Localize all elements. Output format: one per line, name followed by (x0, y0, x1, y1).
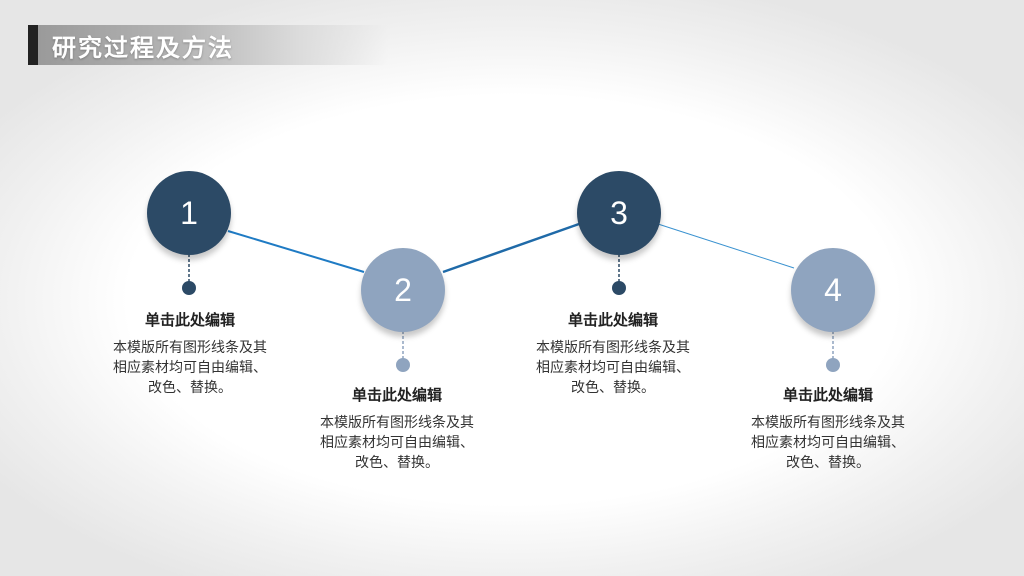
connector-1-2 (227, 230, 365, 273)
step-2-dot (396, 358, 410, 372)
step-2-desc-line1: 本模版所有图形线条及其 (320, 415, 474, 431)
title-fill: 研究过程及方法 (38, 25, 388, 65)
page-title[interactable]: 研究过程及方法 (52, 33, 234, 62)
step-1-circle[interactable]: 1 (147, 171, 231, 255)
step-4-number: 4 (824, 271, 842, 308)
step-4-desc[interactable]: 本模版所有图形线条及其 相应素材均可自由编辑、 改色、替换。 (733, 413, 923, 473)
step-3-number: 3 (610, 194, 628, 231)
step-3-dot (612, 281, 626, 295)
connector-2-3 (442, 222, 580, 274)
step-3-title[interactable]: 单击此处编辑 (567, 311, 658, 329)
step-1-text: 单击此处编辑 本模版所有图形线条及其 相应素材均可自由编辑、 改色、替换。 (95, 309, 285, 398)
step-2-text: 单击此处编辑 本模版所有图形线条及其 相应素材均可自由编辑、 改色、替换。 (302, 384, 492, 473)
step-1-desc[interactable]: 本模版所有图形线条及其 相应素材均可自由编辑、 改色、替换。 (95, 338, 285, 398)
step-3-desc-line2: 相应素材均可自由编辑、 (536, 360, 690, 376)
step-4-desc-line2: 相应素材均可自由编辑、 (751, 435, 905, 451)
step-3-desc-line3: 改色、替换。 (571, 380, 655, 396)
step-1-dot (182, 281, 196, 295)
connector-3-4 (657, 223, 795, 269)
step-4-circle[interactable]: 4 (791, 248, 875, 332)
step-4-title[interactable]: 单击此处编辑 (782, 386, 873, 404)
step-2-desc-line3: 改色、替换。 (355, 455, 439, 471)
title-accent (28, 25, 38, 65)
step-2-desc-line2: 相应素材均可自由编辑、 (320, 435, 474, 451)
title-bar: 研究过程及方法 (28, 25, 388, 65)
step-2-number: 2 (394, 271, 412, 308)
step-4-desc-line1: 本模版所有图形线条及其 (751, 415, 905, 431)
step-1-desc-line1: 本模版所有图形线条及其 (113, 340, 267, 356)
step-1-desc-line2: 相应素材均可自由编辑、 (113, 360, 267, 376)
step-3-text: 单击此处编辑 本模版所有图形线条及其 相应素材均可自由编辑、 改色、替换。 (518, 309, 708, 398)
step-2-title[interactable]: 单击此处编辑 (351, 386, 442, 404)
step-3-desc-line1: 本模版所有图形线条及其 (536, 340, 690, 356)
step-4-desc-line3: 改色、替换。 (786, 455, 870, 471)
step-1-title[interactable]: 单击此处编辑 (144, 311, 235, 329)
step-1-desc-line3: 改色、替换。 (148, 380, 232, 396)
step-4-dot (826, 358, 840, 372)
step-1-number: 1 (180, 194, 198, 231)
step-4-text: 单击此处编辑 本模版所有图形线条及其 相应素材均可自由编辑、 改色、替换。 (733, 384, 923, 473)
step-2-desc[interactable]: 本模版所有图形线条及其 相应素材均可自由编辑、 改色、替换。 (302, 413, 492, 473)
step-3-circle[interactable]: 3 (577, 171, 661, 255)
step-3-desc[interactable]: 本模版所有图形线条及其 相应素材均可自由编辑、 改色、替换。 (518, 338, 708, 398)
step-2-circle[interactable]: 2 (361, 248, 445, 332)
